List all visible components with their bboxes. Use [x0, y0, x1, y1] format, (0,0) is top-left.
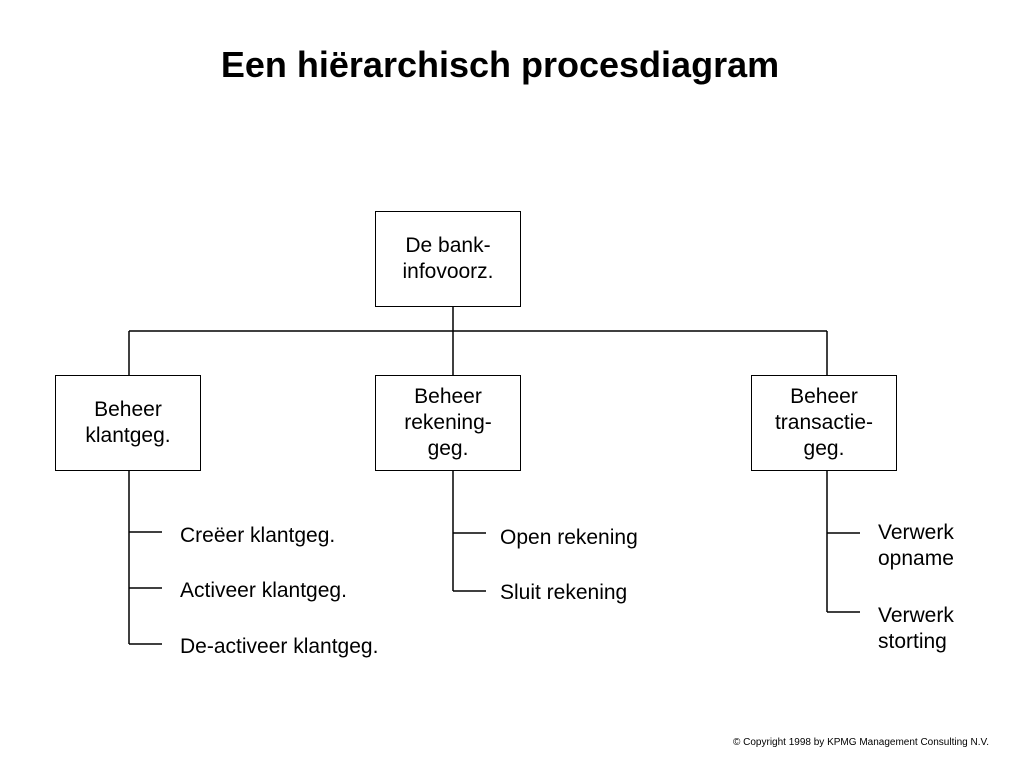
leaf-verwerk-storting: Verwerk storting [878, 604, 954, 653]
branch-node-klantgeg: Beheer klantgeg. [55, 375, 201, 471]
root-node-label: De bank- infovoorz. [402, 234, 494, 283]
branch-node-transactiegeg: Beheer transactie- geg. [751, 375, 897, 471]
branch-node-label: Beheer klantgeg. [85, 398, 171, 447]
leaf-open-rekening: Open rekening [500, 526, 638, 549]
branch-node-label: Beheer rekening- geg. [404, 385, 492, 460]
leaf-activeer-klantgeg: Activeer klantgeg. [180, 579, 347, 602]
root-node: De bank- infovoorz. [375, 211, 521, 307]
slide-title: Een hiërarchisch procesdiagram [220, 44, 780, 85]
leaf-deactiveer-klantgeg: De-activeer klantgeg. [180, 635, 379, 658]
branch-node-label: Beheer transactie- geg. [774, 385, 874, 460]
copyright-notice: © Copyright 1998 by KPMG Management Cons… [733, 737, 990, 748]
leaf-creeer-klantgeg: Creëer klantgeg. [180, 524, 336, 547]
leaf-verwerk-opname: Verwerk opname [878, 521, 954, 570]
branch-node-rekeninggeg: Beheer rekening- geg. [375, 375, 521, 471]
leaf-sluit-rekening: Sluit rekening [500, 581, 628, 604]
